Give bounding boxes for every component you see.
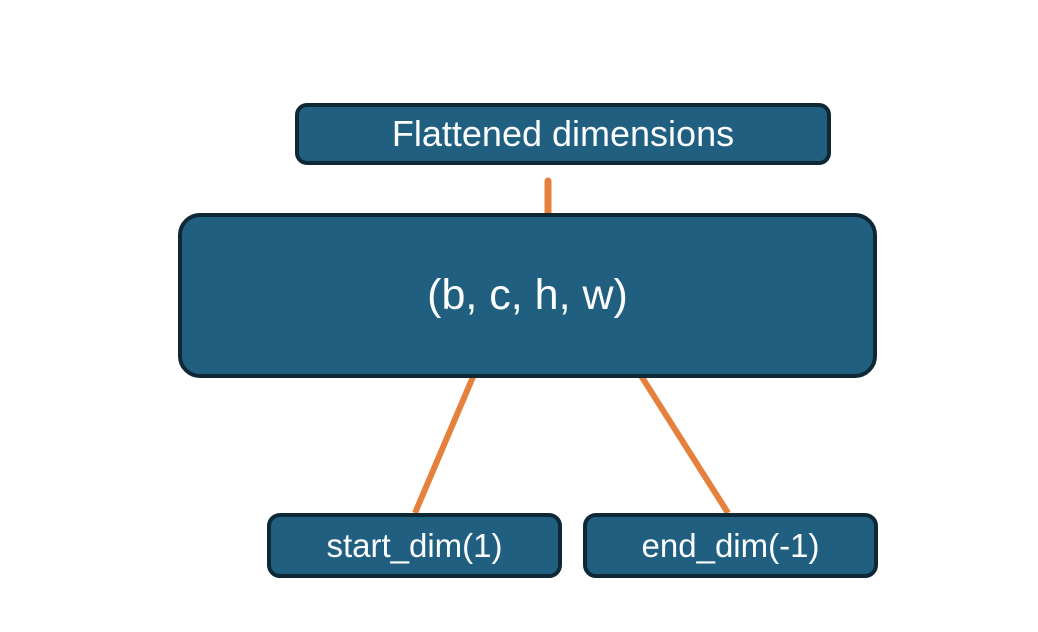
node-tensor-shape-label: (b, c, h, w) (427, 271, 628, 319)
node-flattened-dimensions: Flattened dimensions (295, 103, 831, 165)
node-end-dim: end_dim(-1) (583, 513, 878, 578)
node-flattened-dimensions-label: Flattened dimensions (391, 113, 735, 154)
node-end-dim-label: end_dim(-1) (641, 527, 820, 564)
node-tensor-shape: (b, c, h, w) (178, 213, 877, 378)
node-start-dim-label: start_dim(1) (326, 527, 503, 564)
node-start-dim: start_dim(1) (267, 513, 562, 578)
